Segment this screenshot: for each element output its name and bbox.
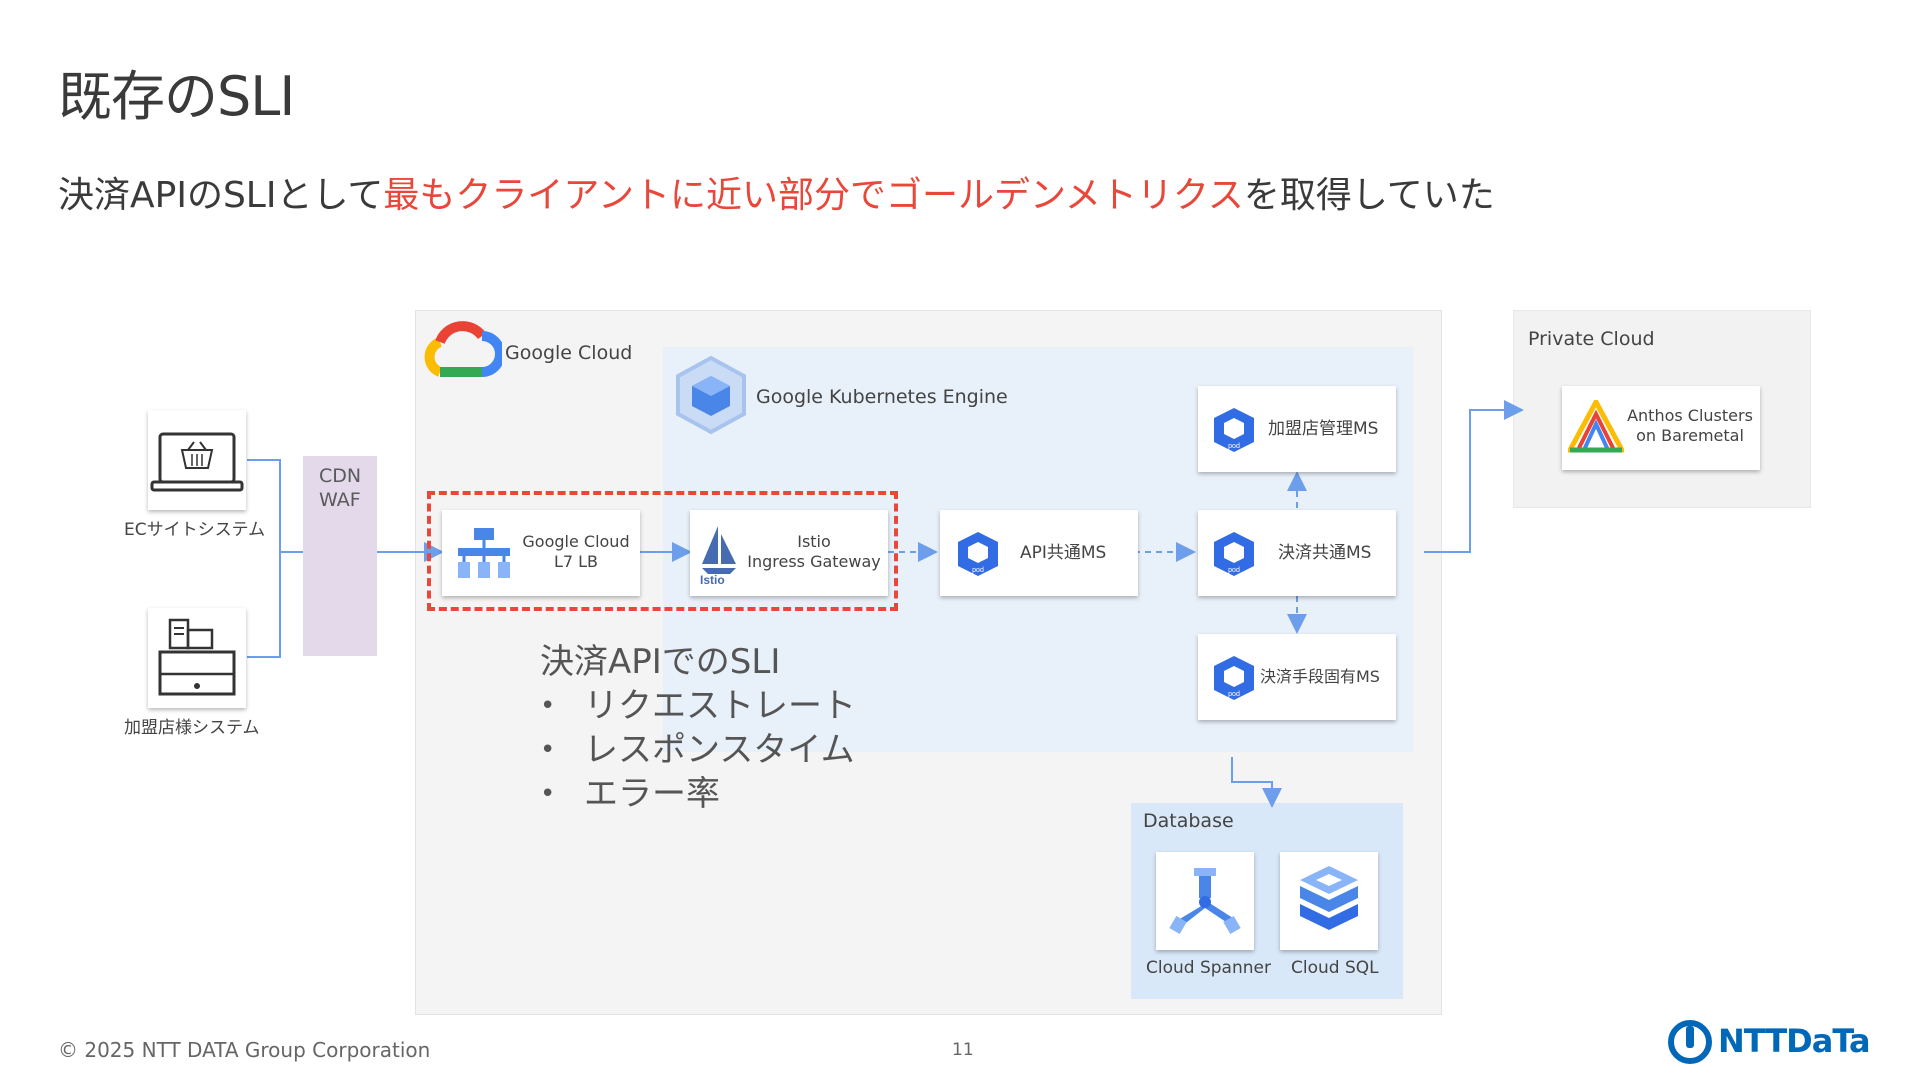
anthos-icon — [1568, 400, 1624, 453]
payment-method-ms-label: 決済手段固有MS — [1260, 667, 1380, 686]
private-cloud-label: Private Cloud — [1528, 328, 1655, 350]
api-common-ms-label: API共通MS — [1020, 543, 1107, 563]
pod-icon: pod — [1214, 656, 1254, 700]
pod-icon: pod — [958, 532, 998, 576]
anthos-card: Anthos Clusters on Baremetal — [1562, 386, 1760, 470]
subtitle: 決済APIのSLIとして最もクライアントに近い部分でゴールデンメトリクスを取得し… — [58, 166, 1495, 218]
cdn-label: CDN — [319, 465, 362, 487]
sli-item-error-rate: エラー率 — [540, 772, 856, 816]
load-balancer-icon — [458, 528, 510, 578]
google-cloud-logo — [424, 321, 502, 377]
sli-list: 決済APIでのSLI リクエストレート レスポンスタイム エラー率 — [540, 640, 856, 816]
gke-icon — [676, 355, 746, 435]
istio-logo-text: Istio — [700, 573, 725, 584]
ntt-data-logo-text: NTTDaTa — [1718, 1022, 1871, 1060]
cloud-spanner-label: Cloud Spanner — [1146, 958, 1271, 978]
pod-icon: pod — [1214, 532, 1254, 576]
sli-heading: 決済APIでのSLI — [540, 642, 781, 682]
pod-text: pod — [1228, 443, 1240, 450]
istio-label-line1: Istio — [797, 532, 831, 551]
database-label: Database — [1143, 810, 1234, 832]
subtitle-prefix: 決済APIのSLIとして — [58, 175, 384, 216]
anthos-label-line1: Anthos Clusters — [1627, 406, 1753, 425]
page-title: 既存のSLI — [58, 65, 295, 128]
pod-text: pod — [1228, 691, 1240, 698]
laptop-cart-icon — [150, 432, 244, 492]
anthos-label-line2: on Baremetal — [1636, 426, 1744, 445]
pod-text: pod — [972, 567, 984, 574]
merchant-system-card — [148, 608, 246, 708]
api-common-ms-card: pod API共通MS — [940, 510, 1138, 596]
subtitle-highlight: 最もクライアントに近い部分でゴールデンメトリクス — [383, 175, 1244, 216]
gke-label: Google Kubernetes Engine — [756, 386, 1008, 408]
sli-highlight-box — [427, 491, 898, 611]
lb-label-line1: Google Cloud — [522, 532, 630, 551]
page-number: 11 — [952, 1040, 974, 1060]
pod-icon: pod — [1214, 408, 1254, 452]
istio-gateway-card: Istio Istio Ingress Gateway — [690, 510, 888, 596]
istio-icon: Istio — [700, 526, 736, 584]
l7-lb-card: Google Cloud L7 LB — [442, 510, 640, 596]
cloud-spanner-card — [1156, 852, 1254, 950]
merchant-mgmt-ms-label: 加盟店管理MS — [1268, 419, 1379, 439]
cloud-spanner-icon — [1169, 868, 1241, 935]
cloud-sql-icon — [1300, 866, 1358, 930]
istio-label-line2: Ingress Gateway — [747, 552, 881, 571]
cdn-waf-box: CDN WAF — [303, 456, 377, 656]
ntt-data-logo: NTTDaTa — [1666, 1018, 1874, 1066]
cash-register-icon — [158, 618, 236, 696]
merchant-system-label: 加盟店様システム — [124, 718, 260, 738]
cloud-sql-label: Cloud SQL — [1291, 958, 1379, 978]
ec-site-card — [148, 410, 246, 510]
waf-label: WAF — [319, 489, 361, 511]
settlement-common-ms-card: pod 決済共通MS — [1198, 510, 1396, 596]
ntt-data-logo-mark — [1668, 1020, 1712, 1064]
ec-site-label: ECサイトシステム — [124, 520, 266, 540]
pod-text: pod — [1228, 567, 1240, 574]
lb-label-line2: L7 LB — [553, 552, 599, 571]
settlement-common-ms-label: 決済共通MS — [1278, 543, 1372, 563]
google-cloud-label: Google Cloud — [505, 342, 633, 364]
merchant-mgmt-ms-card: pod 加盟店管理MS — [1198, 386, 1396, 472]
sli-item-response-time: レスポンスタイム — [540, 728, 856, 772]
sli-item-request-rate: リクエストレート — [540, 684, 856, 728]
subtitle-suffix: を取得していた — [1243, 175, 1495, 216]
copyright: © 2025 NTT DATA Group Corporation — [58, 1038, 431, 1062]
cloud-sql-card — [1280, 852, 1378, 950]
payment-method-ms-card: pod 決済手段固有MS — [1198, 634, 1396, 720]
